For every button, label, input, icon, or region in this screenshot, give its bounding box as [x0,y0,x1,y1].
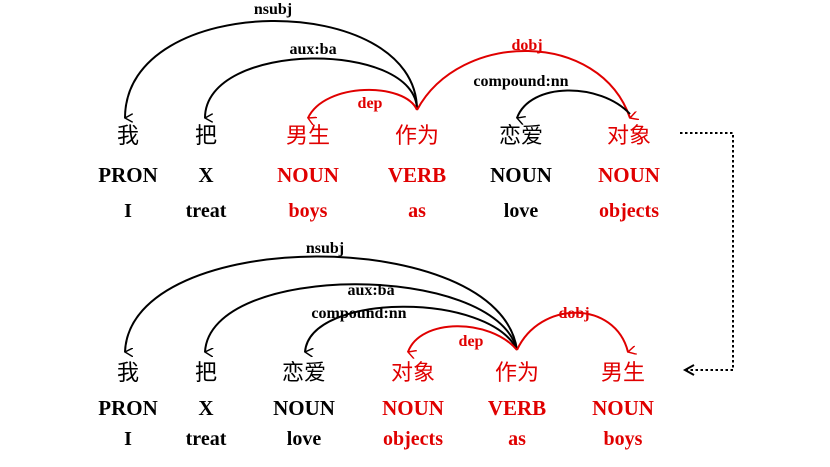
top-pos-3: VERB [388,163,446,187]
bottom-pos-2: NOUN [273,396,335,420]
top-pos-1: X [198,163,213,187]
bottom-pos-0: PRON [98,396,158,420]
bottom-word-4: 作为 [495,361,539,386]
bottom-sentence: nsubj aux:ba compound:nn dep dobj 我 PRON… [98,240,654,450]
bottom-gloss-5: boys [604,428,643,450]
bottom-word-5: 男生 [601,361,645,386]
bottom-arc-labels: nsubj aux:ba compound:nn dep dobj [306,240,590,350]
top-sentence: nsubj aux:ba dep dobj compound:nn 我 PRON… [98,1,660,222]
connector-arrowhead-icon [682,364,695,376]
top-token-0: 我 PRON I [98,124,158,222]
bottom-arc-nsubj [125,255,518,352]
top-token-5: 对象 NOUN objects [598,124,660,222]
bottom-token-0: 我 PRON I [98,361,158,450]
bottom-gloss-4: as [508,428,526,450]
bottom-arc-aux-ba [205,283,518,352]
top-label-nsubj: nsubj [254,1,292,18]
connector-arrow [680,132,734,376]
top-label-compound-nn: compound:nn [473,73,568,90]
top-token-3: 作为 VERB as [388,124,446,222]
bottom-pos-3: NOUN [382,396,444,420]
top-token-2: 男生 NOUN boys [277,124,339,222]
top-pos-0: PRON [98,163,158,187]
bottom-label-aux-ba: aux:ba [347,282,394,299]
top-word-3: 作为 [395,124,439,149]
bottom-pos-5: NOUN [592,396,654,420]
top-token-1: 把 X treat [186,124,227,222]
top-gloss-5: objects [599,200,659,222]
top-label-dep: dep [358,95,383,112]
bottom-label-nsubj: nsubj [306,240,344,257]
top-label-dobj: dobj [511,37,542,54]
top-word-1: 把 [195,124,217,149]
bottom-gloss-3: objects [383,428,443,450]
bottom-arc-dobj [516,311,628,352]
top-arc-aux-ba [204,57,418,118]
top-arcs [124,20,631,118]
bottom-word-2: 恋爱 [282,361,326,386]
top-pos-5: NOUN [598,163,660,187]
bottom-token-5: 男生 NOUN boys [592,361,654,450]
top-gloss-2: boys [289,200,328,222]
bottom-arc-dep [408,325,518,352]
bottom-word-3: 对象 [391,361,435,386]
bottom-word-0: 我 [117,361,139,386]
bottom-label-compound-nn: compound:nn [311,305,406,322]
bottom-gloss-1: treat [186,428,227,450]
top-pos-4: NOUN [490,163,552,187]
bottom-word-1: 把 [195,361,217,386]
bottom-arcs [125,255,628,352]
bottom-token-4: 作为 VERB as [488,361,546,450]
bottom-token-3: 对象 NOUN objects [382,361,444,450]
top-word-2: 男生 [286,124,330,149]
top-gloss-0: I [124,200,132,222]
top-arc-dobj [416,50,630,118]
top-word-4: 恋爱 [499,124,543,149]
top-word-5: 对象 [607,124,651,149]
bottom-token-2: 恋爱 NOUN love [273,361,335,450]
top-gloss-1: treat [186,200,227,222]
top-label-aux-ba: aux:ba [289,41,336,58]
top-gloss-3: as [408,200,426,222]
bottom-gloss-2: love [287,428,322,450]
bottom-gloss-0: I [124,428,132,450]
bottom-label-dep: dep [459,333,484,350]
bottom-pos-4: VERB [488,396,546,420]
top-pos-2: NOUN [277,163,339,187]
top-gloss-4: love [504,200,539,222]
top-arc-compound-nn [517,89,631,118]
top-token-4: 恋爱 NOUN love [490,124,552,222]
bottom-token-1: 把 X treat [186,361,227,450]
bottom-arc-compound-nn [305,305,518,352]
bottom-pos-1: X [198,396,213,420]
top-arc-nsubj [124,20,418,118]
top-arc-dep [308,88,418,118]
bottom-label-dobj: dobj [558,305,589,322]
top-word-0: 我 [117,124,139,149]
top-arc-labels: nsubj aux:ba dep dobj compound:nn [254,1,569,112]
